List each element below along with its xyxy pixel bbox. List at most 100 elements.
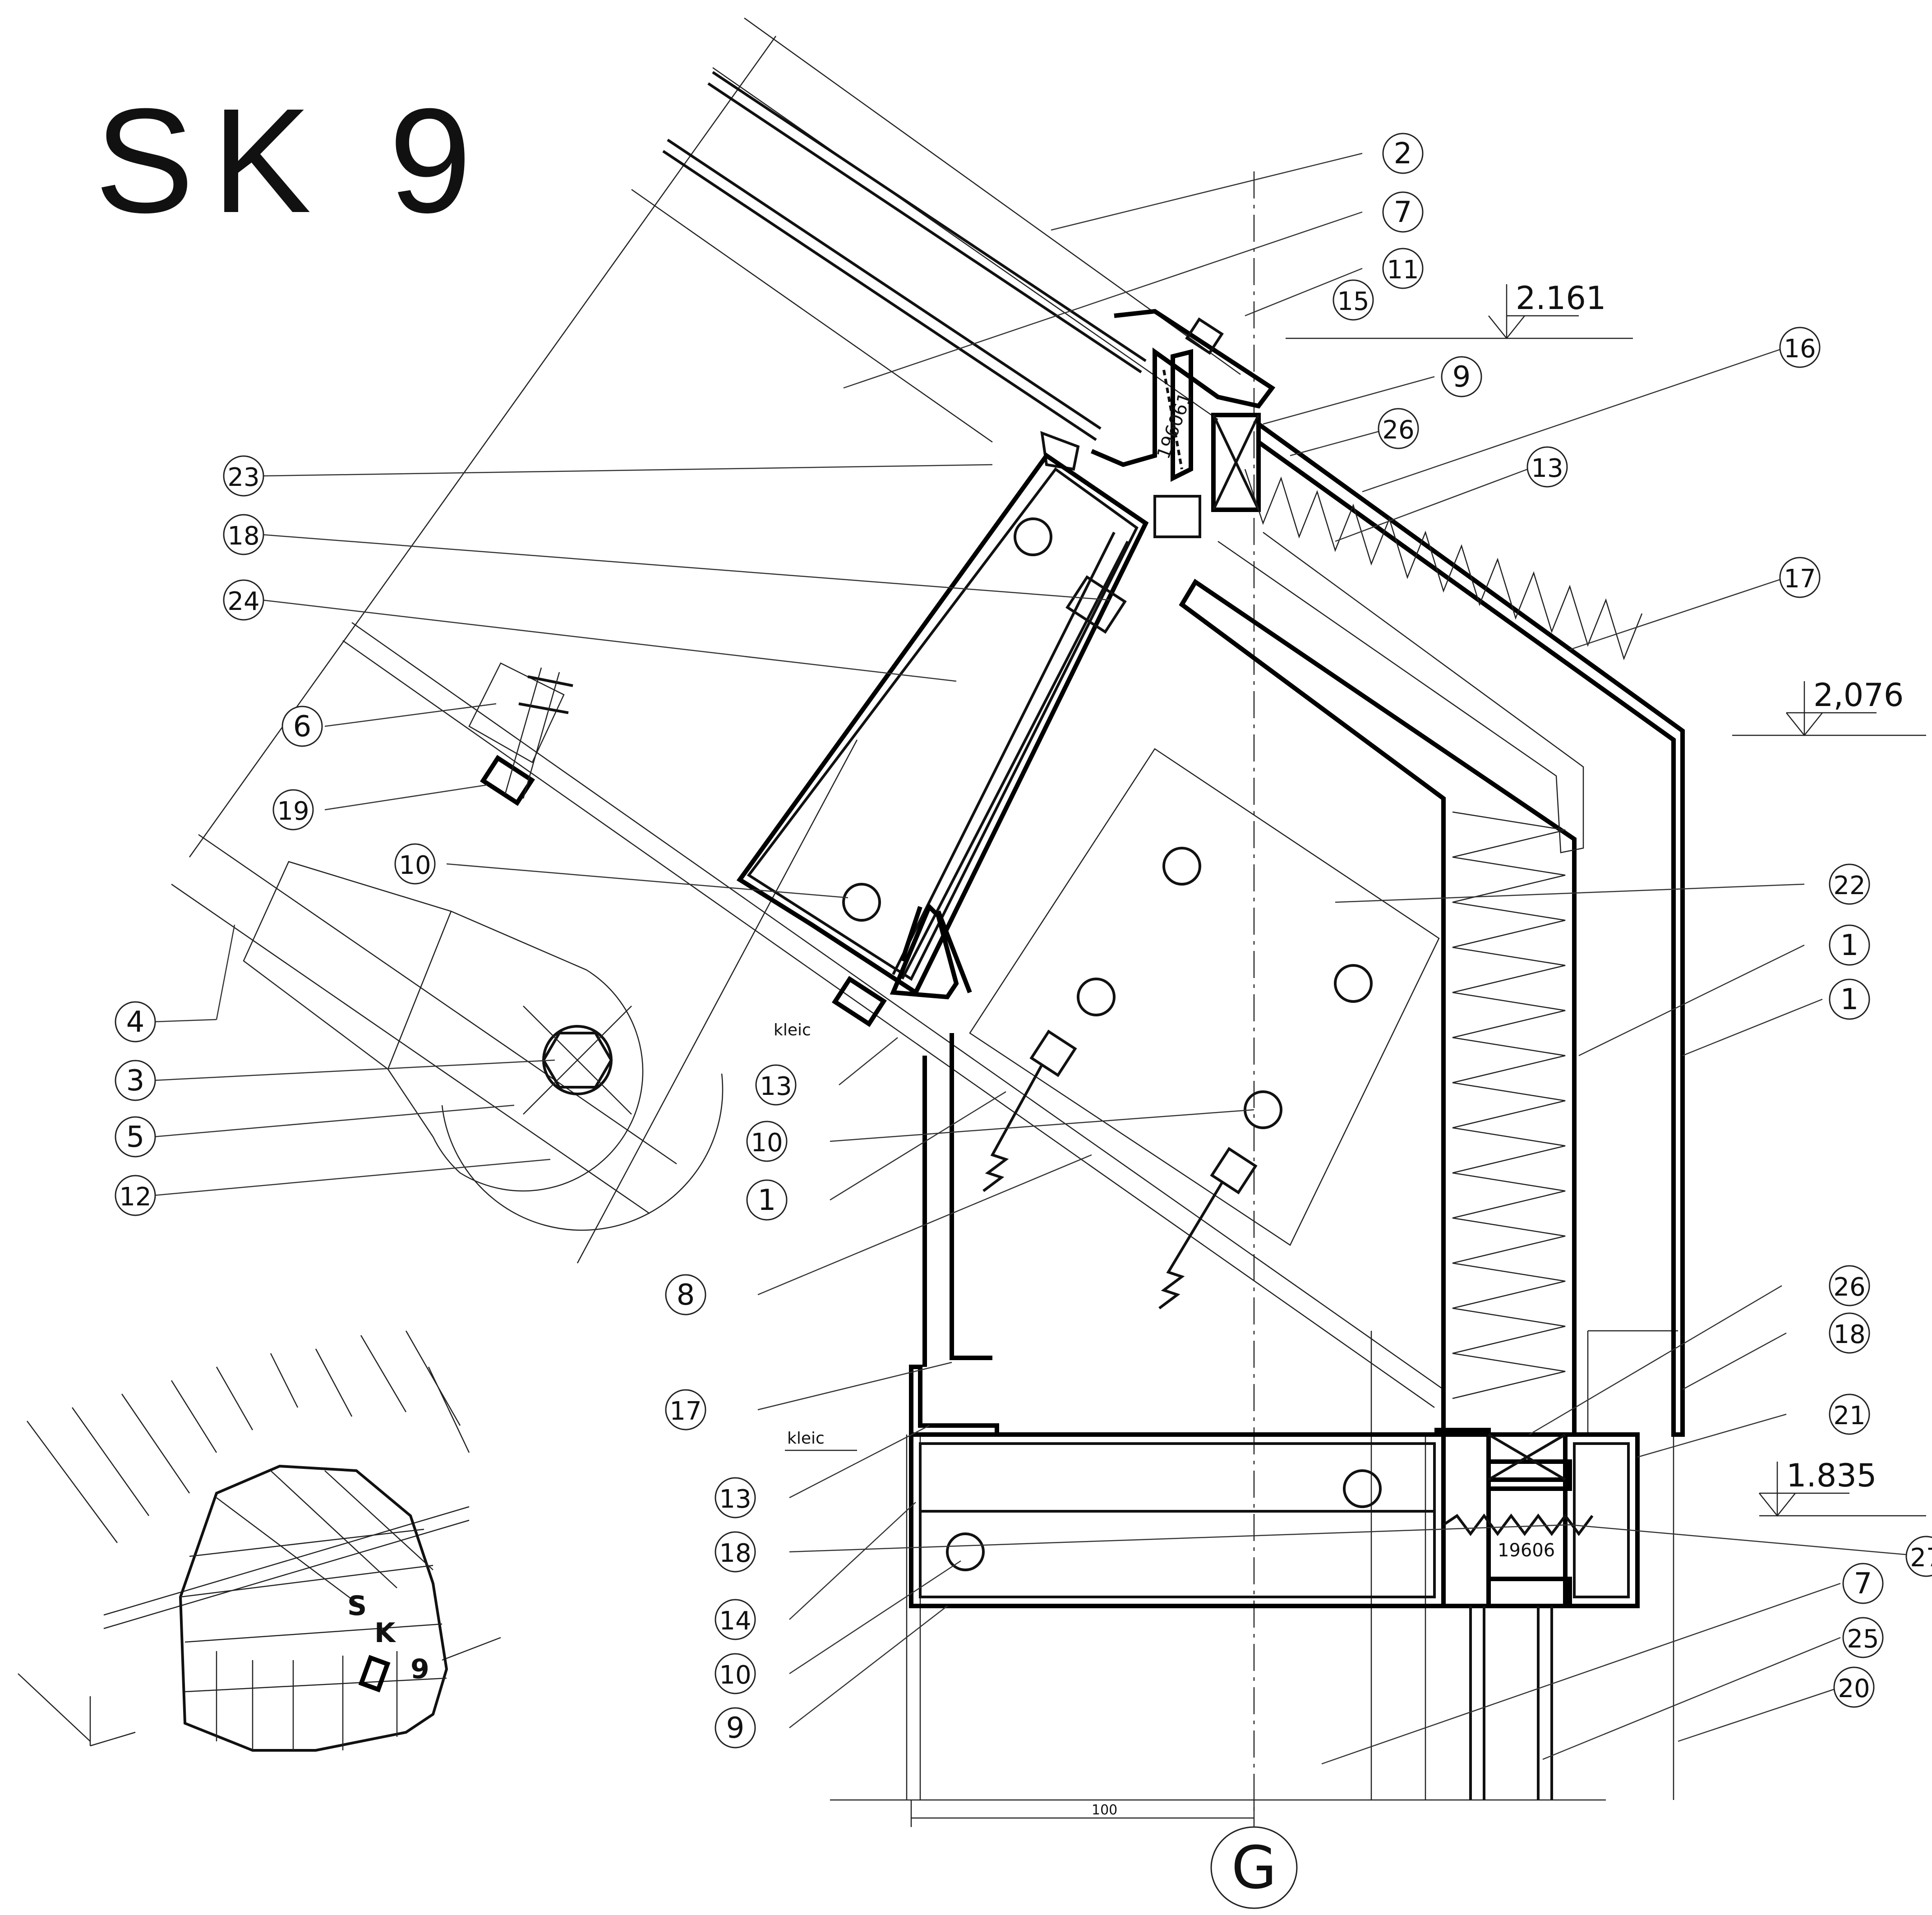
callout-c39: 9 — [715, 1707, 756, 1749]
callout-c18: 1 — [1829, 978, 1870, 1020]
callout-circle — [1526, 446, 1568, 488]
callout-label: 13 — [760, 1072, 792, 1101]
leader-lines — [153, 152, 1927, 1765]
callout-label: 13 — [1531, 454, 1563, 483]
callout-circle — [1779, 557, 1821, 598]
drawing-title: SK 9 — [95, 77, 489, 244]
callout-label: 10 — [751, 1128, 783, 1158]
callout-label: 3 — [126, 1064, 145, 1098]
screws — [842, 517, 1382, 1571]
callout-circle — [1905, 1536, 1932, 1577]
callout-c2: 7 — [1382, 191, 1424, 233]
callout-c7: 26 — [1378, 408, 1419, 449]
callout-circle — [1382, 133, 1424, 174]
roof-glazing — [662, 71, 1147, 441]
callout-circle — [115, 1175, 156, 1216]
callout-circle — [665, 1389, 706, 1430]
callout-circle — [223, 579, 264, 621]
callout-circle — [115, 1116, 156, 1158]
callout-label: 18 — [1833, 1320, 1865, 1349]
callout-c34: 14 — [715, 1599, 756, 1640]
callout-label: 8 — [677, 1278, 695, 1312]
bolt-assembly — [468, 662, 887, 1027]
callout-label: 11 — [1387, 255, 1419, 285]
callout-circle — [1333, 279, 1374, 321]
callout-c27: 26 — [1829, 1265, 1870, 1306]
callout-circle — [1829, 1265, 1870, 1306]
callout-circle — [715, 1599, 756, 1640]
inset-capsule — [179, 1464, 448, 1752]
callout-label: 4 — [126, 1006, 145, 1039]
callout-circle — [665, 1274, 706, 1315]
callout-circle — [715, 1477, 756, 1518]
callout-c30: 21 — [1829, 1394, 1870, 1435]
callout-label: 15 — [1337, 287, 1369, 316]
callout-c28: 18 — [1829, 1312, 1870, 1354]
callout-c6: 9 — [1441, 356, 1482, 397]
level-1-text: 2.161 — [1516, 280, 1606, 317]
inset-label-s: S — [347, 1590, 367, 1622]
callout-c5: 16 — [1779, 327, 1821, 368]
callout-label: 1 — [1840, 983, 1859, 1016]
callout-c22: 5 — [115, 1116, 156, 1158]
callout-c11: 17 — [1779, 557, 1821, 598]
callout-c10: 18 — [223, 514, 264, 555]
callout-circle — [1833, 1666, 1875, 1708]
callout-circle — [1829, 978, 1870, 1020]
callout-c3: 11 — [1382, 248, 1424, 289]
callout-circle — [746, 1179, 788, 1221]
axis-label: G — [1231, 1833, 1277, 1902]
callout-label: 1 — [1840, 929, 1859, 962]
callout-c32: 18 — [715, 1531, 756, 1573]
callout-label: 5 — [126, 1121, 145, 1154]
callout-circle — [715, 1531, 756, 1573]
construction-lines — [171, 17, 1678, 1813]
callout-circle — [1829, 863, 1870, 905]
callout-label: 23 — [227, 463, 259, 492]
callout-circle — [115, 1060, 156, 1101]
callout-label: 1 — [758, 1184, 776, 1217]
callout-label: 18 — [719, 1539, 751, 1568]
callout-c14: 19 — [272, 789, 314, 831]
callout-label: 27 — [1910, 1543, 1932, 1573]
level-marker-3: 1.835 — [1759, 1457, 1926, 1517]
level-2-text: 2,076 — [1813, 677, 1904, 714]
inset-marker — [358, 1655, 391, 1693]
callout-c9: 23 — [223, 455, 264, 497]
callout-circle — [715, 1653, 756, 1694]
upper-ridge-profile: 196061 — [1040, 309, 1276, 538]
callout-circle — [115, 1001, 156, 1043]
callout-label: 10 — [399, 851, 431, 880]
callout-c12: 24 — [223, 579, 264, 621]
callout-label: 14 — [719, 1606, 751, 1636]
inset-hatching — [18, 1330, 501, 1747]
callout-label: 26 — [1382, 415, 1414, 445]
callout-c37: 25 — [1842, 1617, 1884, 1658]
callout-circle — [1382, 248, 1424, 289]
callout-label: 17 — [1784, 564, 1816, 594]
kleic-note-upper: kleic — [774, 1021, 811, 1039]
callout-circle — [715, 1707, 756, 1749]
callout-c15: 10 — [394, 843, 436, 885]
callout-label: 18 — [227, 521, 259, 551]
callout-label: 22 — [1833, 871, 1865, 900]
sloped-rafter — [736, 452, 1149, 996]
callout-label: 16 — [1784, 334, 1816, 364]
callout-c33: 27 — [1905, 1536, 1932, 1577]
callout-c24: 12 — [115, 1175, 156, 1216]
level-marker-1: 2.161 — [1286, 280, 1633, 340]
axis-bubble: G — [1210, 1826, 1298, 1909]
callout-label: 6 — [293, 710, 312, 743]
level-3-text: 1.835 — [1786, 1457, 1877, 1494]
callout-label: 13 — [719, 1485, 751, 1514]
callout-circle — [755, 1064, 797, 1106]
callout-label: 12 — [119, 1182, 151, 1212]
callout-c29: 17 — [665, 1389, 706, 1430]
callout-circle — [1441, 356, 1482, 397]
callout-circle — [1842, 1617, 1884, 1658]
callout-c1: 2 — [1382, 133, 1424, 174]
callout-c21: 13 — [755, 1064, 797, 1106]
callout-label: 9 — [1452, 360, 1471, 394]
lower-beam — [909, 1033, 1446, 1608]
